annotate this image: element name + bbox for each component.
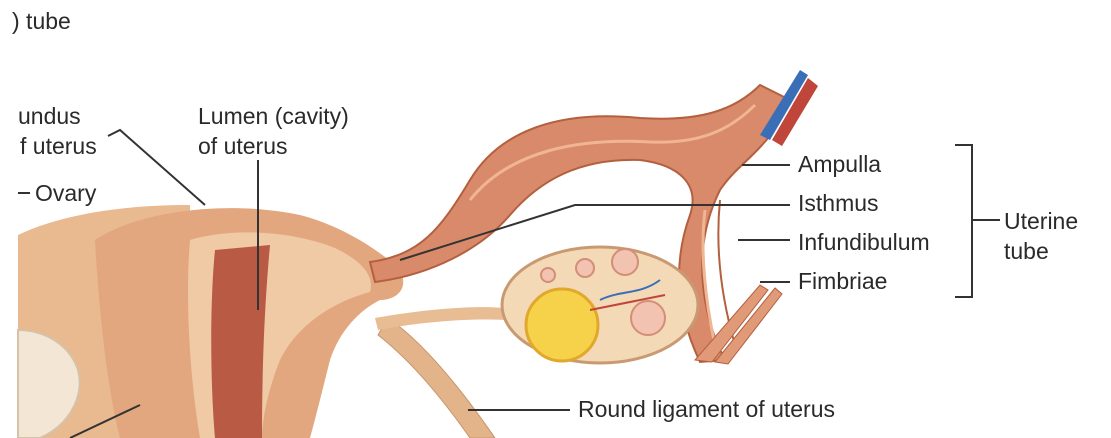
caption-fragment: ) tube <box>12 8 71 35</box>
label-fimbriae: Fimbriae <box>798 268 887 295</box>
label-infundibulum: Infundibulum <box>798 229 930 256</box>
ovarian-ligament <box>375 307 505 330</box>
follicle-3 <box>576 259 594 277</box>
follicle-4 <box>541 268 555 282</box>
round-ligament <box>378 318 495 438</box>
label-round-ligament: Round ligament of uterus <box>578 396 835 423</box>
label-ampulla: Ampulla <box>798 151 881 178</box>
label-isthmus: Isthmus <box>798 190 879 217</box>
label-lumen-line2: of uterus <box>198 133 288 160</box>
uterus-lumen <box>211 245 270 438</box>
corpus-luteum <box>526 289 598 361</box>
label-ovary-left: Ovary <box>35 180 96 207</box>
label-uterine-tube-line2: tube <box>1004 238 1049 265</box>
leader-fundus <box>108 130 205 205</box>
follicle-1 <box>612 249 638 275</box>
label-fundus-line1: undus <box>18 103 81 130</box>
label-lumen-line1: Lumen (cavity) <box>198 103 349 130</box>
label-fundus-line2: f uterus <box>20 133 97 160</box>
label-uterine-tube-line1: Uterine <box>1004 208 1078 235</box>
follicle-2 <box>631 301 665 335</box>
bracket-uterine-tube <box>955 145 1000 297</box>
